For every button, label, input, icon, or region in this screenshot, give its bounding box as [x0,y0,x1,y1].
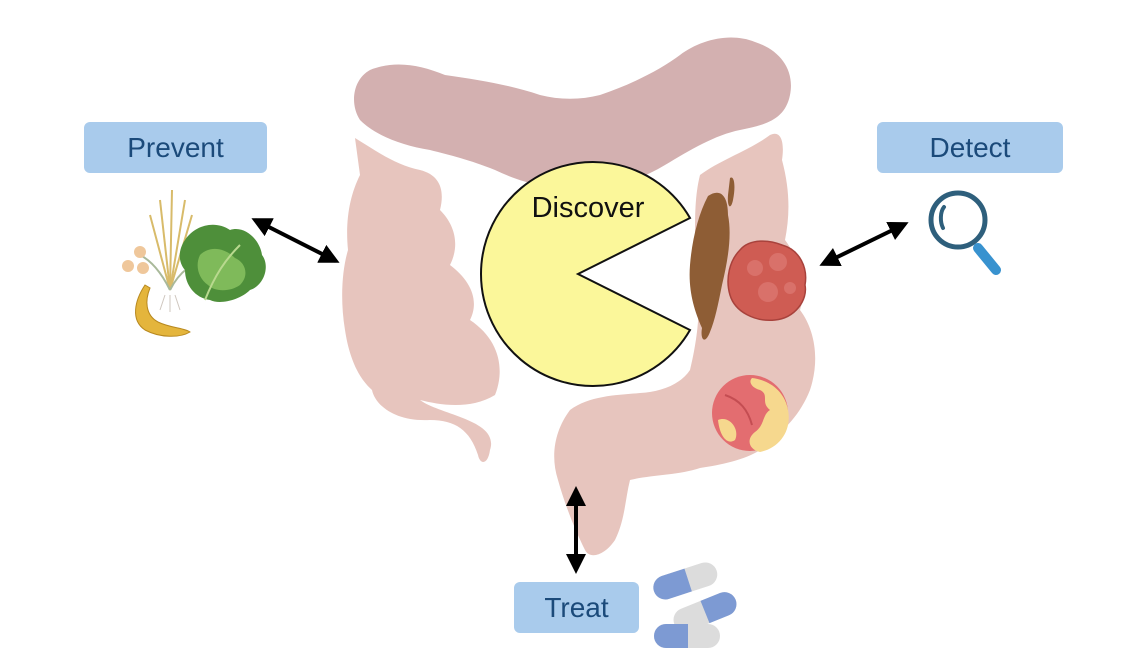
banana-icon [135,284,191,337]
transverse-colon [354,37,791,190]
treat-label: Treat [514,582,639,633]
inflamed-tissue-icon [712,375,789,452]
arrow-prevent [251,218,340,263]
stool-icon [689,177,735,340]
magnifying-glass-icon [928,190,1001,275]
arrow-detect [819,222,909,266]
ascending-colon [342,138,500,462]
pacman-discover [480,161,692,387]
detect-label: Detect [877,122,1063,173]
prevent-label: Prevent [84,122,267,173]
lettuce-icon [179,224,266,302]
discover-label: Discover [531,192,645,224]
capsule-pills-icon [653,562,737,648]
polyp-icon [727,240,807,321]
chickpeas-icon [122,246,149,274]
